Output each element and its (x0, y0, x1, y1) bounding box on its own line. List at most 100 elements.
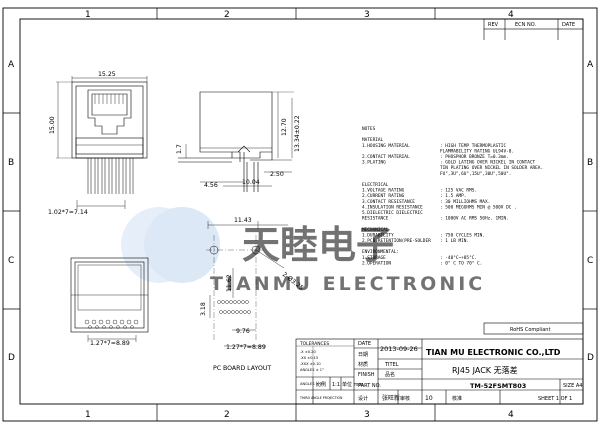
date-value: 2013-09-26 (380, 345, 418, 353)
tolerance-row-4: ANGLES ± 1° (300, 368, 324, 372)
zone-col-3-top: 3 (364, 10, 370, 20)
note-value: : 750 CYCLES MIN. (440, 232, 485, 238)
pcb-layout-caption: PC BOARD LAYOUT (213, 365, 271, 372)
zone-row-c-left: C (8, 256, 14, 266)
zone-col-3-bottom: 3 (364, 410, 370, 420)
zone-row-a-right: A (587, 60, 594, 70)
sheet-count: 10 (425, 395, 433, 402)
title-block (295, 338, 584, 405)
dim-9-76: 9.76 (236, 328, 250, 335)
note-value: : 500 MEGOHMS MIN @ 500V DC . (440, 204, 517, 210)
watermark-logo-right (144, 207, 220, 283)
dim-11-43: 11.43 (234, 217, 252, 224)
revision-block (483, 18, 584, 40)
watermark: 天睦电子 TIANMU ELECTRONIC (121, 207, 485, 295)
note-value: : 30 MILLIOHMS MAX. (440, 199, 490, 205)
rev-header: REV (488, 22, 499, 28)
date-cn-label: 日期 (358, 352, 368, 358)
note-label: 1.DURABILITY (362, 232, 394, 238)
dim-13-34: 13.34±0.22 (294, 115, 301, 152)
dim-12-70: 12.70 (281, 118, 288, 136)
zone-col-1-top: 1 (85, 10, 91, 20)
dim-2-50: 2.50 (270, 171, 284, 178)
dim-pin-pitch-bottom: 1.27*7=8.89 (90, 340, 130, 347)
bottom-view (70, 257, 149, 342)
note-label: 1.STORAGE (362, 255, 386, 261)
approved-label: 核准 (452, 395, 462, 402)
check-label: 审核 (400, 395, 410, 402)
note-value: : 125 VAC RMS. (440, 188, 477, 194)
tolerance-row-1: .X ±0.20 (300, 350, 316, 354)
note-label: RESISTANCE (362, 216, 389, 222)
note-value: : HIGH TEMP THERMOPLASTIC (440, 143, 506, 149)
tolerance-row-3: .XXX ±0.10 (300, 362, 321, 366)
note-value: : 1000V AC RMS 50Hz. 1MIN. (440, 216, 509, 222)
note-value: FLAMMABILITY RATING UL94V-0. (440, 148, 514, 154)
note-value: : 1 LB MIN. (440, 238, 469, 244)
date-label: DATE (358, 341, 371, 347)
size-label: SIZE A4 (563, 383, 582, 389)
dim-pad-pitch: 1.27*7=8.89 (226, 344, 266, 351)
scale-value: 1:1 (332, 382, 340, 388)
note-label: MATERIAL (362, 137, 384, 143)
watermark-brand-cn: 天睦电子 (242, 223, 394, 267)
note-label: ELECTRICAL (362, 182, 389, 188)
tolerance-row-2: .XX ±0.15 (300, 356, 318, 360)
zone-row-b-left: B (8, 158, 14, 168)
note-value: : GOLD LATING OVER NICKEL IN CONTACT (440, 160, 536, 166)
note-value: : 1.5 AMP. (440, 193, 466, 199)
angles-label: ANGLES ± 1° (300, 382, 324, 386)
date-header: DATE (562, 22, 575, 28)
material-label: 材质 (358, 361, 368, 368)
ecn-header: ECN NO. (515, 22, 536, 28)
front-view (56, 76, 148, 209)
zone-col-4-top: 4 (508, 10, 514, 20)
designer-name: 张旺新 (382, 394, 400, 402)
note-label: 4.INSULATION RESISTANCE (362, 204, 423, 210)
title-label: TITEL (384, 362, 399, 368)
zone-row-a-left: A (8, 60, 15, 70)
dim-height-15-00: 15.00 (49, 116, 56, 134)
note-label: 1.HOUSING MATERIAL (362, 143, 410, 149)
part-no-label: PART NO. (358, 383, 381, 389)
dim-pin-pitch-front: 1.02*7=7.14 (48, 209, 88, 216)
design-label: 设计 (358, 395, 368, 402)
dim-1-7: 1.7 (176, 144, 183, 154)
side-view (178, 91, 294, 192)
note-value: FU",3U",6U",15U",30U",50U". (440, 171, 511, 177)
note-label: 5.DIELECTRIC DIELECTRIC (362, 210, 423, 216)
zone-row-d-left: D (8, 353, 15, 363)
note-label: MECHANICAL (362, 227, 389, 233)
note-label: 2.OPERATION (362, 260, 391, 266)
watermark-brand-en: TIANMU ELECTRONIC (210, 273, 485, 295)
zone-row-b-right: B (587, 158, 593, 168)
zone-dividers (3, 8, 597, 421)
sheet-label: SHEET 1 OF 1 (538, 396, 572, 402)
note-label: 2.PCB RETENTION(PRE-SOLDER (362, 238, 431, 244)
scale-label: 比例 (316, 381, 326, 388)
dim-4-56: 4.56 (204, 182, 218, 189)
zone-col-2-top: 2 (224, 10, 230, 20)
tolerances-label: TOLERANCES (299, 341, 329, 347)
title-cn-label: 品名 (385, 371, 395, 378)
part-number: TM-52FSMT803 (470, 382, 526, 390)
note-value: : 0° C TO 70° C. (440, 260, 482, 266)
outer-border (2, 7, 598, 422)
dim-width-15-25: 15.25 (98, 71, 116, 78)
note-label: 3.PLATING (362, 160, 386, 166)
note-label: 3.CONTACT RESISTANCE (362, 199, 415, 205)
unit-label: 单位 mm (342, 381, 363, 388)
note-value: : -40°C~+85°C. (440, 255, 477, 261)
note-value: TIN PLATING OVER NICKEL IN SOLDER AREA. (440, 165, 543, 171)
rohs-label: RoHS Compliant (510, 327, 550, 333)
zone-row-c-right: C (587, 256, 593, 266)
company-name: TIAN MU ELECTRONIC CO.,LTD (426, 348, 561, 357)
note-label: NOTES (362, 126, 376, 132)
note-label: 1.VOLTAGE RATING (362, 188, 405, 194)
note-label: 2.CONTACT MATERIAL (362, 154, 410, 160)
product-title: RJ45 JACK 无落差 (452, 365, 518, 375)
pcb-layout (206, 221, 288, 347)
